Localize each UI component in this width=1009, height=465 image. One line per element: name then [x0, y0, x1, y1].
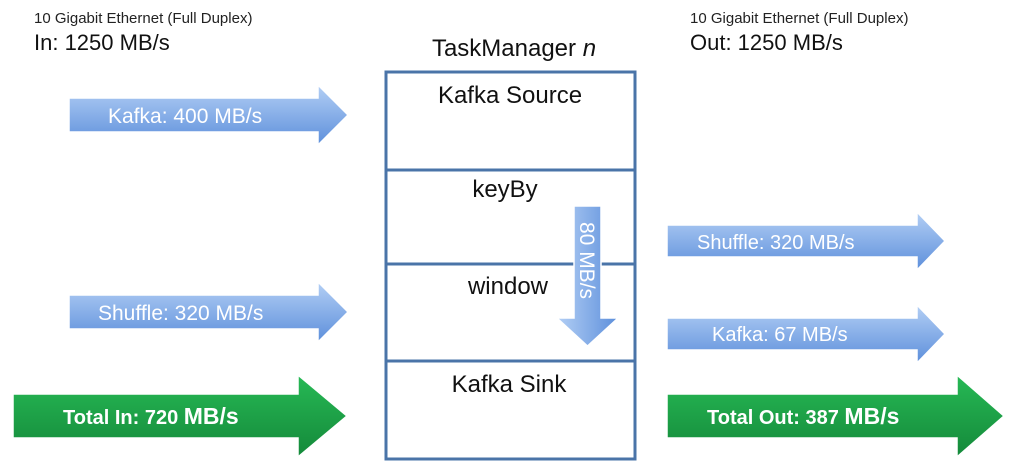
operator-kafka-source: Kafka Source [438, 82, 582, 109]
inbound-shuffle-label: Shuffle: 320 MB/s [98, 302, 263, 325]
outbound-kafka-arrow: Kafka: 67 MB/s [666, 303, 947, 365]
down-arrow-icon [555, 205, 620, 348]
internal-flow-arrow: 80 MB/s [555, 205, 620, 348]
outbound-link-rate: Out: 1250 MB/s [690, 30, 843, 55]
total-in-arrow: Total In: 720 MB/s [12, 373, 349, 459]
total-out-unit: MB/s [844, 403, 899, 429]
inbound-shuffle-arrow: Shuffle: 320 MB/s [68, 280, 350, 344]
right-arrow-icon [68, 83, 350, 147]
outbound-kafka-label: Kafka: 67 MB/s [712, 324, 848, 346]
right-arrow-icon [68, 280, 350, 344]
right-arrow-icon [12, 373, 349, 459]
right-arrow-icon [666, 303, 947, 365]
operator-keyby: keyBy [472, 176, 537, 203]
task-manager-title-text: TaskManager [431, 35, 577, 62]
task-manager-title: TaskManager n [386, 34, 642, 64]
inbound-link-rate: In: 1250 MB/s [34, 30, 170, 55]
total-out-label: Total Out: 387 MB/s [707, 403, 899, 429]
outbound-link-label: 10 Gigabit Ethernet (Full Duplex) [690, 10, 909, 27]
outbound-shuffle-arrow: Shuffle: 320 MB/s [666, 210, 947, 272]
task-manager-index: n [582, 35, 597, 62]
total-out-arrow: Total Out: 387 MB/s [666, 373, 1006, 459]
right-arrow-icon [666, 373, 1006, 459]
total-in-prefix: Total In: 720 [63, 407, 184, 429]
total-in-label: Total In: 720 MB/s [63, 403, 239, 429]
total-in-unit: MB/s [184, 403, 239, 429]
operator-window: window [467, 273, 549, 300]
total-out-prefix: Total Out: 387 [707, 407, 844, 429]
inbound-kafka-arrow: Kafka: 400 MB/s [68, 83, 350, 147]
internal-flow-label: 80 MB/s [575, 222, 598, 299]
outbound-shuffle-label: Shuffle: 320 MB/s [697, 232, 855, 254]
right-arrow-icon [666, 210, 947, 272]
inbound-kafka-label: Kafka: 400 MB/s [108, 105, 262, 128]
inbound-link-label: 10 Gigabit Ethernet (Full Duplex) [34, 10, 253, 27]
operator-kafka-sink: Kafka Sink [452, 371, 568, 398]
